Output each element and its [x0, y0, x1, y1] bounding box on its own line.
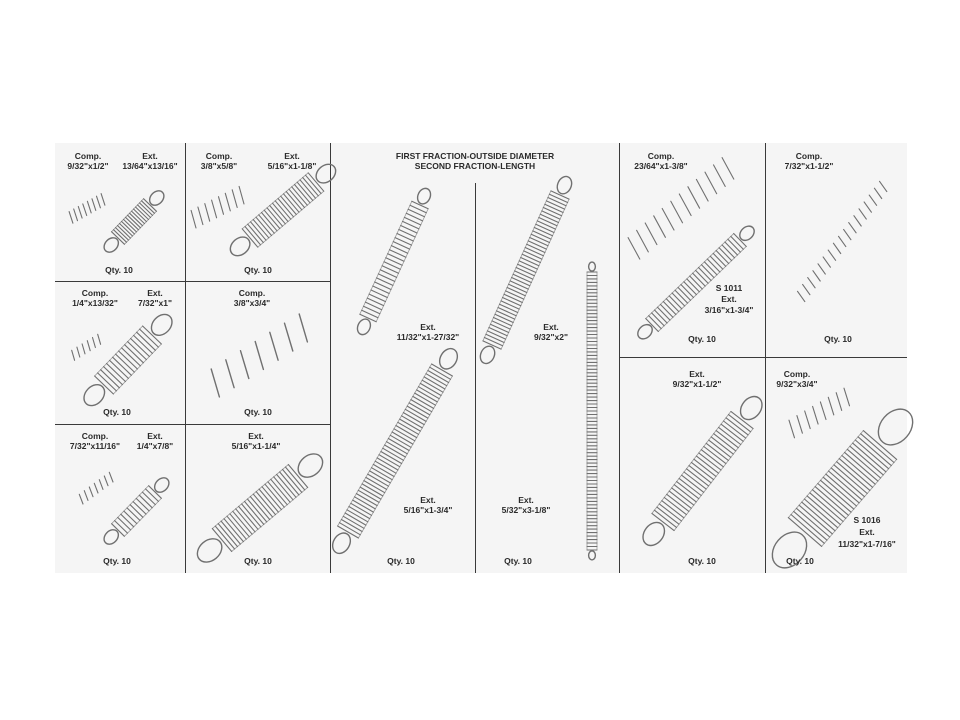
header-line2: SECOND FRACTION-LENGTH: [414, 161, 536, 171]
p1-qty: Qty. 10: [105, 265, 133, 275]
p7-ext-a-size: 11/32"x1-27/32": [396, 332, 460, 342]
p5-comp-size: 7/32"x11/16": [69, 441, 121, 451]
divider-v4: [619, 143, 620, 573]
p4-comp-label: Comp.: [238, 288, 266, 298]
p5-ext-spring: [103, 477, 170, 545]
p8-ext-b-label: Ext.: [518, 495, 534, 505]
p12-ext-size: 11/32"x1-7/16": [838, 539, 896, 549]
p4-comp-spring: [210, 313, 309, 398]
p8-ext-b-spring: [586, 261, 598, 561]
p5-ext-label: Ext.: [147, 431, 163, 441]
p3-ext-size: 7/32"x1": [137, 298, 173, 308]
p12-comp-size: 9/32"x3/4": [776, 379, 818, 389]
p9-qty: Qty. 10: [688, 334, 716, 344]
p9-comp-label: Comp.: [647, 151, 675, 161]
p2-qty: Qty. 10: [244, 265, 272, 275]
p7-ext-a-label: Ext.: [420, 322, 436, 332]
p2-comp-spring: [190, 185, 245, 229]
p5-qty: Qty. 10: [103, 556, 131, 566]
p4-qty: Qty. 10: [244, 407, 272, 417]
p2-ext-spring: [229, 163, 337, 257]
p6-ext-label: Ext.: [248, 431, 264, 441]
p9-ext-label: Ext.: [721, 294, 737, 304]
p11-ext-label: Ext.: [689, 369, 705, 379]
p7-ext-b-label: Ext.: [420, 495, 436, 505]
p2-ext-label: Ext.: [284, 151, 300, 161]
p7-ext-b-spring: [331, 347, 459, 555]
p1-ext-label: Ext.: [142, 151, 158, 161]
header-line1: FIRST FRACTION-OUTSIDE DIAMETER: [395, 151, 555, 161]
p2-comp-label: Comp.: [205, 151, 233, 161]
p5-ext-size: 1/4"x7/8": [136, 441, 174, 451]
p10-qty: Qty. 10: [824, 334, 852, 344]
p11-qty: Qty. 10: [688, 556, 716, 566]
p11-ext-size: 9/32"x1-1/2": [672, 379, 722, 389]
divider-v2: [330, 143, 331, 573]
p9-ext-size: 3/16"x1-3/4": [704, 305, 754, 315]
p2-comp-size: 3/8"x5/8": [200, 161, 238, 171]
divider-h3: [619, 357, 907, 358]
p6-qty: Qty. 10: [244, 556, 272, 566]
p7-ext-b-size: 5/16"x1-3/4": [403, 505, 453, 515]
p1-comp-spring: [68, 193, 106, 224]
p12-comp-spring: [788, 387, 851, 439]
p3-comp-label: Comp.: [81, 288, 109, 298]
p6-ext-spring: [196, 453, 324, 563]
p5-comp-label: Comp.: [81, 431, 109, 441]
p12-part-number: S 1016: [853, 515, 881, 525]
p12-comp-label: Comp.: [783, 369, 811, 379]
p3-ext-label: Ext.: [147, 288, 163, 298]
p9-ext-spring: [637, 225, 755, 340]
p1-ext-size: 13/64"x13/16": [122, 161, 178, 171]
p1-comp-size: 9/32"x1/2": [67, 161, 109, 171]
p3-comp-spring: [71, 333, 102, 361]
p1-ext-spring: [103, 190, 165, 253]
p3-comp-size: 1/4"x13/32": [72, 298, 118, 308]
p3-ext-spring: [83, 313, 173, 407]
p2-ext-size: 5/16"x1-1/8": [267, 161, 317, 171]
p8-qty: Qty. 10: [504, 556, 532, 566]
p7-qty: Qty. 10: [387, 556, 415, 566]
p12-ext-spring: [771, 408, 914, 569]
p8-ext-b-size: 5/32"x3-1/8": [501, 505, 551, 515]
divider-v3: [475, 183, 476, 573]
divider-h2: [55, 424, 331, 425]
p6-ext-size: 5/16"x1-1/4": [231, 441, 281, 451]
p1-comp-label: Comp.: [74, 151, 102, 161]
p8-ext-a-size: 9/32"x2": [533, 332, 569, 342]
p10-comp-size: 7/32"x1-1/2": [784, 161, 834, 171]
divider-v5: [765, 143, 766, 573]
divider-v1: [185, 143, 186, 573]
p10-comp-label: Comp.: [795, 151, 823, 161]
p10-comp-spring: [796, 180, 888, 303]
p5-comp-spring: [78, 471, 114, 505]
p9-comp-size: 23/64"x1-3/8": [634, 161, 688, 171]
p7-ext-a-spring: [356, 187, 432, 336]
p8-ext-a-label: Ext.: [543, 322, 559, 332]
p8-ext-a-spring: [479, 175, 573, 365]
p9-part-number: S 1011: [715, 283, 743, 293]
divider-h1: [55, 281, 331, 282]
p12-qty: Qty. 10: [786, 556, 814, 566]
p3-qty: Qty. 10: [103, 407, 131, 417]
p9-comp-spring: [627, 157, 735, 260]
p12-ext-label: Ext.: [859, 527, 875, 537]
p11-ext-spring: [642, 395, 763, 547]
p4-comp-size: 3/8"x3/4": [233, 298, 271, 308]
